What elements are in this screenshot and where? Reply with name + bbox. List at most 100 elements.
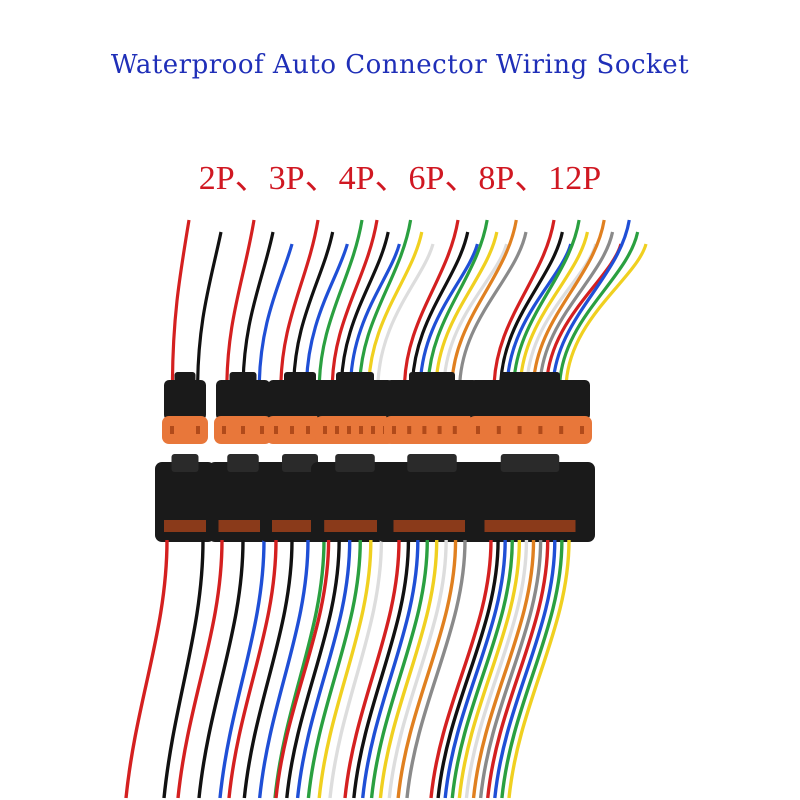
connector-plug-top (470, 380, 590, 420)
connector-latch (227, 454, 259, 472)
wire (418, 243, 479, 391)
connector-plug-top (216, 380, 270, 420)
connector-seal (393, 520, 471, 532)
wire (512, 219, 581, 391)
connector-latch (229, 372, 257, 384)
wire (493, 539, 557, 799)
wire (402, 219, 460, 391)
pin-hole (196, 426, 200, 434)
wire (434, 231, 499, 391)
connector-seal (324, 520, 386, 532)
wire (227, 539, 278, 799)
pin-hole (496, 426, 501, 434)
wire (196, 231, 223, 391)
wire (464, 539, 529, 799)
pin-hole (323, 426, 327, 434)
pin-hole (306, 426, 310, 434)
wire (357, 219, 413, 391)
connector-plug-top (317, 380, 393, 420)
connector-plug-top (164, 380, 206, 420)
wire (317, 219, 364, 391)
wire (486, 539, 550, 799)
connector-insert (315, 416, 395, 444)
pin-hole (437, 426, 442, 434)
page-title: Waterproof Auto Connector Wiring Socket (110, 50, 690, 80)
wire (405, 539, 467, 799)
wire (285, 539, 341, 799)
wire (257, 243, 294, 391)
wire (367, 231, 424, 391)
wire (500, 539, 564, 799)
wire (295, 539, 352, 799)
wire (410, 231, 470, 391)
pin-hole (371, 426, 375, 434)
pin-hole (241, 426, 245, 434)
wire (492, 219, 556, 391)
wire (279, 219, 320, 391)
pin-hole (335, 426, 339, 434)
wire (442, 243, 509, 391)
wire (274, 539, 331, 799)
pin-hole (170, 426, 174, 434)
wire (426, 219, 489, 391)
wire (328, 539, 384, 799)
pin-hole (359, 426, 363, 434)
wire (170, 219, 191, 391)
wire (225, 219, 256, 391)
pin-hole (517, 426, 522, 434)
wire (361, 539, 420, 799)
connector-plug-top (268, 380, 332, 420)
pin-hole (476, 426, 480, 434)
connector-seal (218, 520, 268, 532)
wire (378, 539, 439, 799)
connector-latch (500, 454, 560, 472)
wire (348, 243, 401, 391)
pin-hole (260, 426, 264, 434)
wire (317, 539, 373, 799)
wire (478, 539, 543, 799)
wire (564, 243, 648, 391)
pin-hole (274, 426, 278, 434)
pin-hole (580, 426, 584, 434)
connector-latch (284, 372, 316, 384)
connector-latch (407, 454, 457, 472)
wire (339, 231, 390, 391)
wire (369, 539, 429, 799)
wire (458, 231, 528, 391)
wire (197, 539, 245, 799)
wire (557, 231, 640, 391)
wire (292, 231, 335, 391)
pin-hole (538, 426, 543, 434)
wire (450, 219, 518, 391)
wire (306, 539, 362, 799)
connector-insert (384, 416, 480, 444)
pin-hole (452, 426, 457, 434)
connector-latch (409, 372, 455, 384)
connector-latch (336, 372, 374, 384)
wire (507, 539, 571, 799)
wire (176, 539, 224, 799)
connector-latch (335, 454, 375, 472)
connector-plug-top (386, 380, 478, 420)
wire (376, 243, 435, 391)
wire (498, 231, 564, 391)
wire (304, 243, 349, 391)
wire (330, 219, 379, 391)
connector-seal (164, 520, 206, 532)
wire (162, 539, 205, 799)
wire (257, 539, 310, 799)
wire (436, 539, 500, 799)
pin-hole (407, 426, 412, 434)
wire (551, 219, 631, 391)
wire (471, 539, 536, 799)
connector-insert (468, 416, 592, 444)
wire-harness-connectors-photo (124, 219, 648, 799)
wire (443, 539, 507, 799)
wire (241, 231, 275, 391)
connector-latch (171, 454, 199, 472)
connector-latch (174, 372, 196, 384)
pin-hole (222, 426, 226, 434)
pin-hole (559, 426, 564, 434)
connector-latch (282, 454, 318, 472)
wire (518, 231, 590, 391)
